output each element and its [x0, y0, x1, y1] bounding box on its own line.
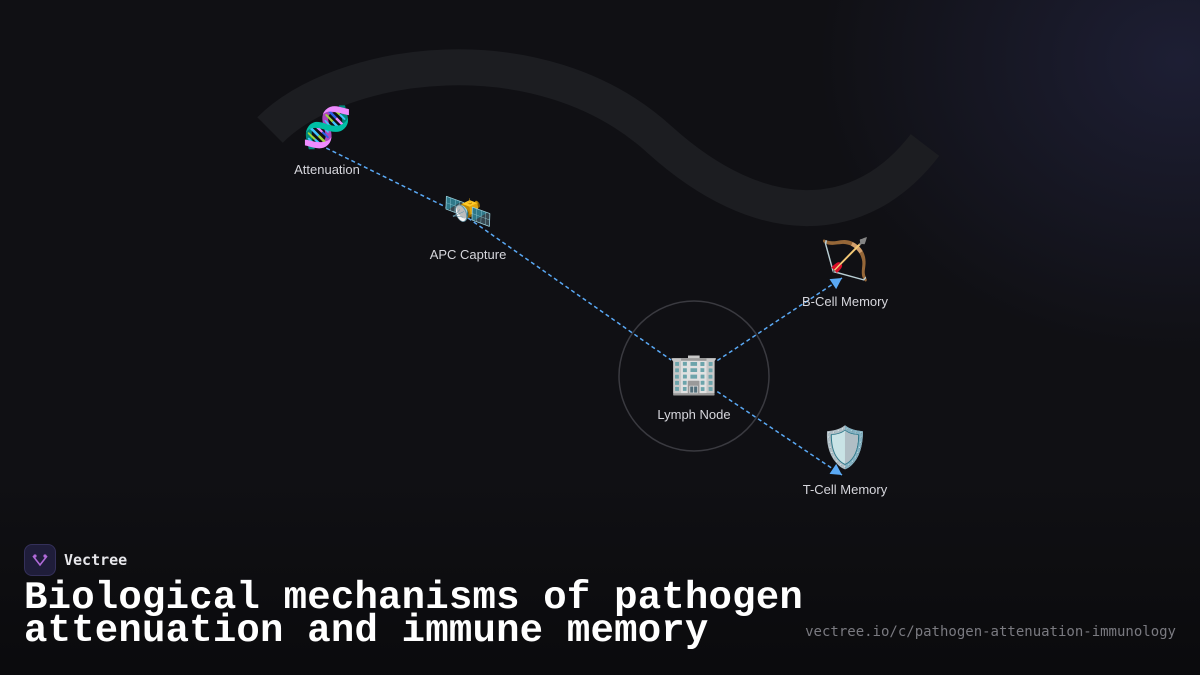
bow-and-arrow-icon: 🏹: [820, 236, 870, 283]
vectree-logo-icon: [24, 544, 56, 576]
edge-apc-to-lymph: [467, 217, 672, 361]
node-label-bcell: B-Cell Memory: [802, 294, 888, 309]
node-apc[interactable]: 🛰️ APC Capture: [430, 189, 507, 262]
brand-name: Vectree: [64, 551, 128, 569]
edges-layer: [319, 144, 843, 476]
node-label-tcell: T-Cell Memory: [803, 482, 888, 497]
arrowhead-bcell: [829, 278, 842, 290]
node-attenuation[interactable]: 🧬 Attenuation: [294, 103, 360, 177]
brand: Vectree: [24, 544, 127, 576]
node-label-attenuation: Attenuation: [294, 162, 360, 177]
nodes-layer: 🧬 Attenuation 🛰️ APC Capture 🏢 Lymph Node 🏹 B-C…: [294, 103, 888, 497]
node-label-lymph: Lymph Node: [657, 407, 730, 422]
node-label-apc: APC Capture: [430, 247, 507, 262]
dna-icon: 🧬: [302, 103, 352, 151]
page-title: Biological mechanisms of pathogen attenu…: [24, 576, 803, 653]
hub-ring: [618, 300, 770, 452]
node-tcell[interactable]: 🛡️ T-Cell Memory: [803, 424, 888, 497]
satellite-icon: 🛰️: [443, 189, 493, 235]
node-lymph[interactable]: 🏢 Lymph Node: [657, 351, 730, 422]
source-url: vectree.io/c/pathogen-attenuation-immuno…: [805, 624, 1176, 640]
decorative-wave: [257, 49, 940, 227]
shield-icon: 🛡️: [820, 424, 870, 471]
arrowhead-tcell: [829, 463, 842, 475]
edge-lymph-to-bcell: [716, 277, 843, 362]
office-building-icon: 🏢: [669, 351, 719, 397]
node-bcell[interactable]: 🏹 B-Cell Memory: [802, 236, 888, 309]
